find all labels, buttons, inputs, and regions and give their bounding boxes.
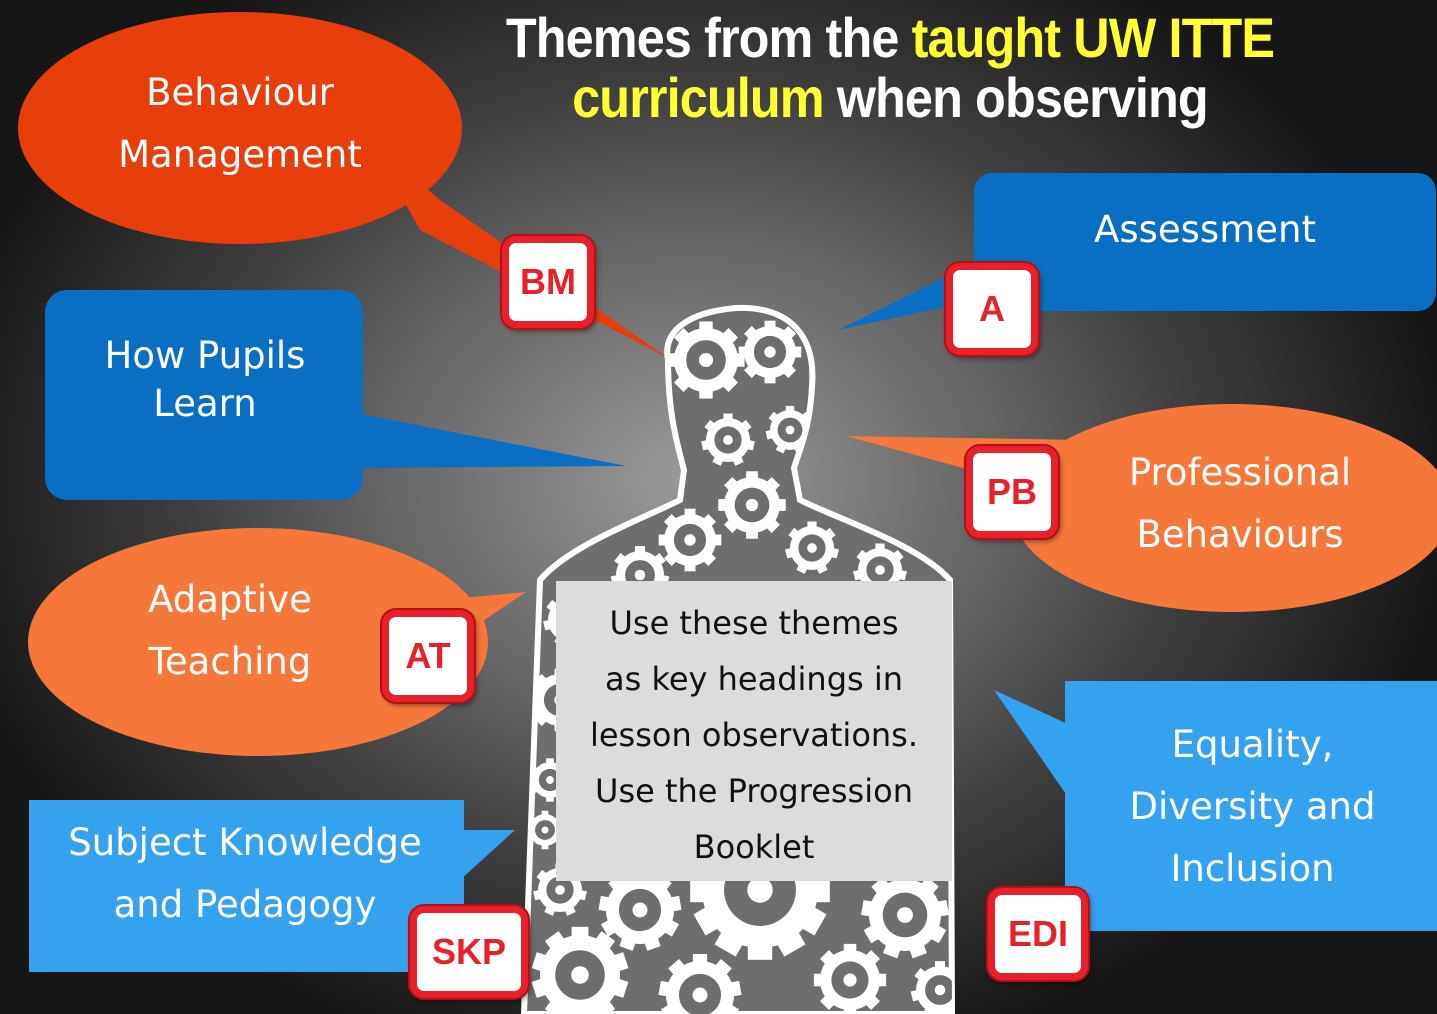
- gear-icon: [718, 471, 786, 539]
- gear-icon: [658, 954, 742, 1014]
- gear-icon: [598, 869, 682, 951]
- label-line: How Pupils: [104, 334, 306, 377]
- bubble-how-pupils-learn: [45, 290, 626, 500]
- badge-skp: SKP: [410, 906, 528, 998]
- label-line: Behaviours: [1136, 513, 1344, 556]
- page-title: Themes from the taught UW ITTE curriculu…: [485, 8, 1295, 128]
- badge-edi: EDI: [988, 888, 1088, 980]
- label-subject-knowledge-pedagogy: Subject Knowledge and Pedagogy: [40, 812, 450, 936]
- title-part2: when observing: [836, 66, 1209, 129]
- note-line: Booklet: [693, 828, 815, 866]
- title-highlight: taught UW ITTE curriculum: [572, 6, 1275, 129]
- badge-a: A: [946, 263, 1038, 355]
- label-line: Behaviour: [146, 71, 334, 114]
- gear-icon: [658, 508, 722, 572]
- label-assessment: Assessment: [1040, 199, 1370, 261]
- label-line: Management: [118, 133, 362, 176]
- label-line: Inclusion: [1170, 847, 1335, 890]
- badge-pb: PB: [966, 446, 1058, 538]
- gear-icon: [813, 943, 887, 1014]
- label-professional-behaviours: Professional Behaviours: [1070, 442, 1410, 566]
- gear-icon: [701, 413, 755, 466]
- gear-icon: [910, 961, 952, 1014]
- badge-bm: BM: [502, 236, 594, 328]
- note-line: as key headings in: [604, 660, 904, 698]
- bubble-equality-diversity-inclusion: [994, 681, 1437, 931]
- note-line: lesson observations.: [589, 716, 919, 754]
- gear-icon: [667, 321, 745, 399]
- label-line: Subject Knowledge: [68, 821, 422, 864]
- label-adaptive-teaching: Adaptive Teaching: [80, 569, 380, 693]
- label-behaviour-management: Behaviour Management: [60, 62, 420, 186]
- gear-icon: [738, 320, 802, 384]
- note-line: Use these themes: [609, 604, 899, 642]
- label-line: Assessment: [1094, 208, 1316, 251]
- label-line: Learn: [153, 382, 257, 425]
- bubble-behaviour-management: [18, 12, 668, 358]
- note-line: Use the Progression: [595, 772, 913, 810]
- label-line: Adaptive: [148, 578, 312, 621]
- center-note: Use these themes as key headings in less…: [556, 581, 952, 881]
- label-line: and Pedagogy: [113, 883, 377, 926]
- gear-icon: [526, 810, 564, 850]
- gear-icon: [785, 521, 839, 574]
- bubble-subject-knowledge-pedagogy: [29, 800, 515, 972]
- gear-icon: [861, 871, 949, 959]
- label-line: Professional: [1128, 451, 1352, 494]
- title-part1: Themes from the: [505, 6, 899, 69]
- label-equality-diversity-inclusion: Equality, Diversity and Inclusion: [1080, 714, 1425, 900]
- label-line: Equality,: [1171, 723, 1334, 766]
- badge-at: AT: [382, 610, 474, 702]
- label-how-pupils-learn: How Pupils Learn: [45, 332, 365, 428]
- label-line: Teaching: [148, 640, 312, 683]
- label-line: Diversity and: [1129, 785, 1376, 828]
